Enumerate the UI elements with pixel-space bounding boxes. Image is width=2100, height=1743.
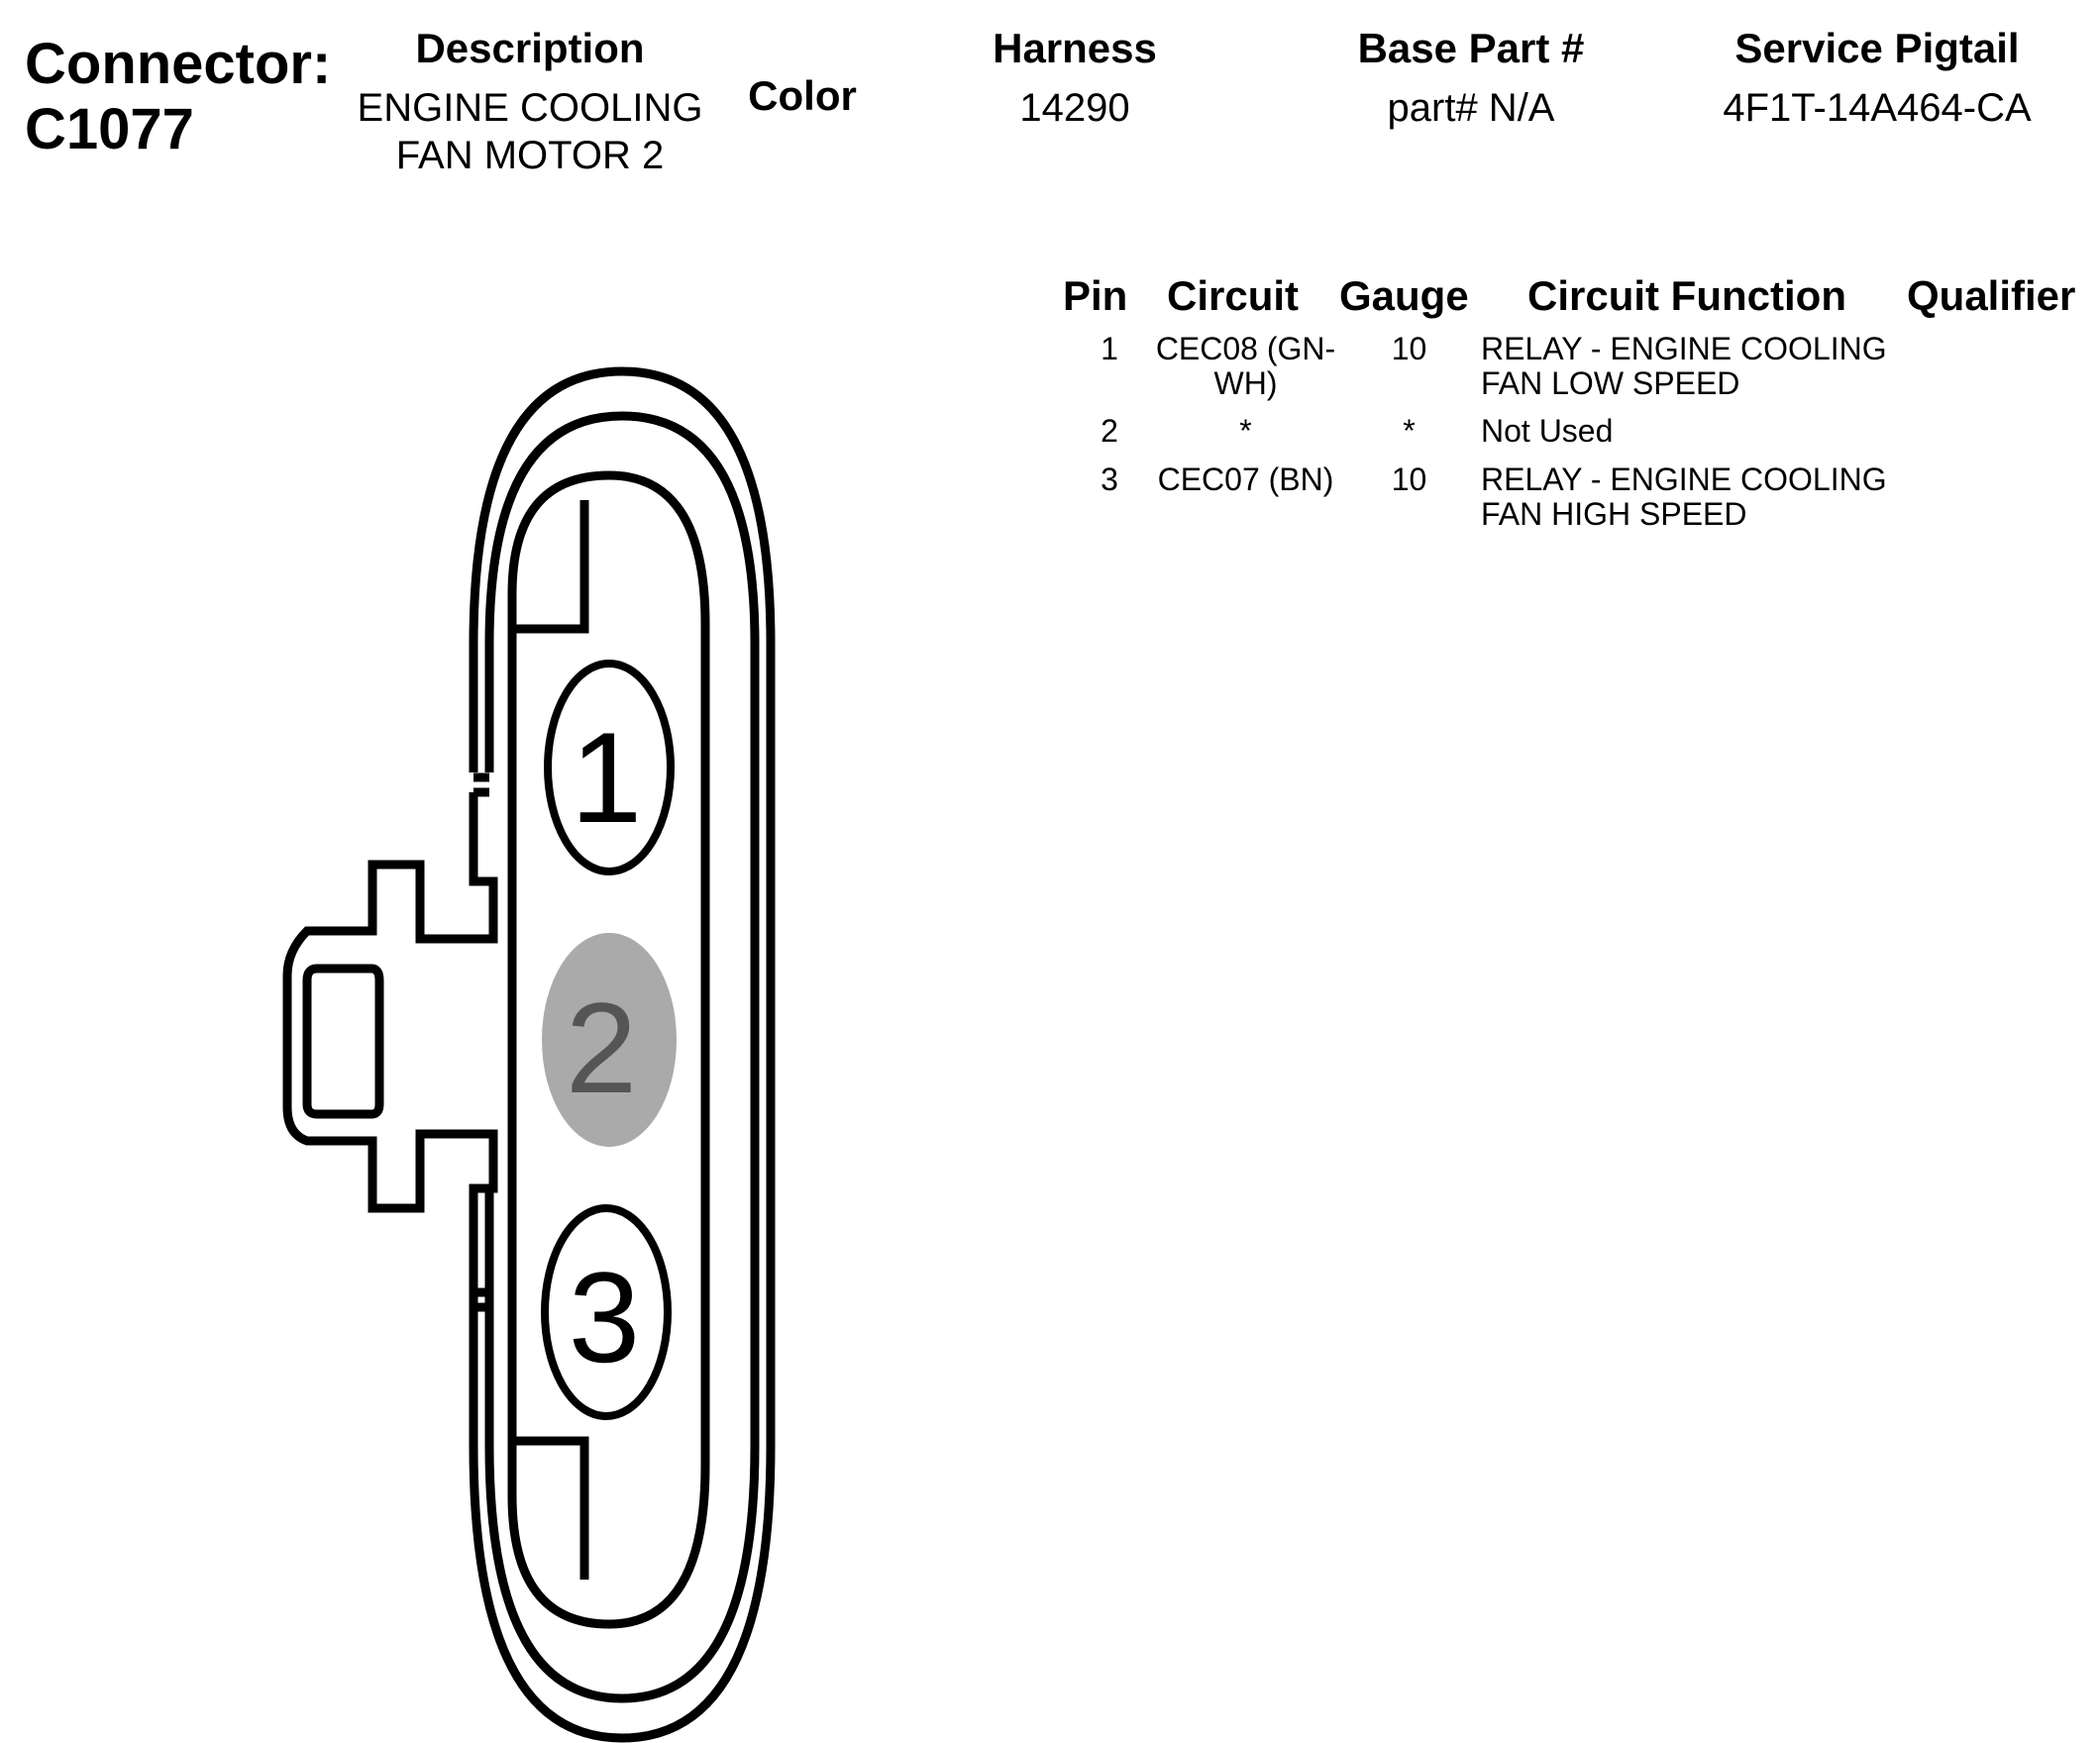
service-pigtail-header: Service Pigtail: [1734, 25, 2020, 71]
pin-3-label: 3: [569, 1245, 640, 1389]
connector-id: C1077: [25, 97, 194, 161]
description-line2: FAN MOTOR 2: [395, 134, 665, 177]
service-pigtail-value: 4F1T-14A464-CA: [1723, 86, 2032, 130]
function-line2: FAN HIGH SPEED: [1481, 496, 1747, 532]
gauge-value: *: [1403, 413, 1416, 449]
col-qualifier-header: Qualifier: [1907, 272, 2076, 319]
top-key: [512, 500, 589, 634]
harness-value: 14290: [1019, 86, 1130, 130]
pin-2-label: 2: [566, 975, 637, 1120]
description-line1: ENGINE COOLING: [357, 86, 703, 130]
color-header: Color: [748, 72, 857, 119]
housing-outer-outline: [469, 366, 776, 1743]
col-function-header: Circuit Function: [1527, 272, 1846, 319]
circuit-value: CEC07 (BN): [1157, 461, 1334, 497]
circuit-line1: CEC08 (GN-: [1155, 331, 1336, 366]
pin-1-outline: [544, 660, 675, 875]
function-value: RELAY - ENGINE COOLING FAN LOW SPEED: [1481, 332, 1917, 401]
connector-title: Connector: C1077: [25, 32, 331, 162]
connector-housing: [282, 366, 776, 1743]
pin-1-label: 1: [571, 705, 642, 850]
pin-number: 2: [1101, 413, 1118, 449]
col-pin-header: Pin: [1063, 272, 1128, 319]
function-value: Not Used: [1481, 413, 1614, 449]
circuit-value: CEC08 (GN- WH): [1144, 332, 1347, 401]
gauge-value: 10: [1391, 461, 1427, 497]
pin-1: 1: [544, 660, 675, 875]
description-header: Description: [415, 25, 645, 71]
col-gauge-header: Gauge: [1339, 272, 1469, 319]
side-latch: [282, 792, 498, 1292]
pin-number: 1: [1101, 331, 1118, 366]
connector-label: Connector:: [25, 32, 332, 96]
function-line1: RELAY - ENGINE COOLING: [1481, 461, 1887, 497]
latch-window: [302, 964, 384, 1119]
function-value: RELAY - ENGINE COOLING FAN HIGH SPEED: [1481, 462, 1917, 532]
function-line1: RELAY - ENGINE COOLING: [1481, 331, 1887, 366]
pin-3-outline: [541, 1204, 672, 1420]
pin-2: 2: [542, 933, 677, 1147]
description-value: ENGINE COOLING FAN MOTOR 2: [337, 84, 723, 179]
circuit-line2: WH): [1213, 365, 1278, 401]
circuit-value: *: [1239, 413, 1252, 449]
bottom-key: [512, 1436, 589, 1580]
pin-2-outline: [542, 933, 677, 1147]
base-part-value: part# N/A: [1387, 86, 1555, 130]
pin-cavity-outline: [507, 470, 710, 1629]
housing-inner-outline: [484, 411, 760, 1703]
gauge-value: 10: [1391, 331, 1427, 366]
function-line2: FAN LOW SPEED: [1481, 365, 1740, 401]
base-part-header: Base Part #: [1357, 25, 1585, 71]
pin-number: 3: [1101, 461, 1118, 497]
pin-3: 3: [541, 1204, 672, 1420]
harness-header: Harness: [993, 25, 1157, 71]
col-circuit-header: Circuit: [1167, 272, 1300, 319]
